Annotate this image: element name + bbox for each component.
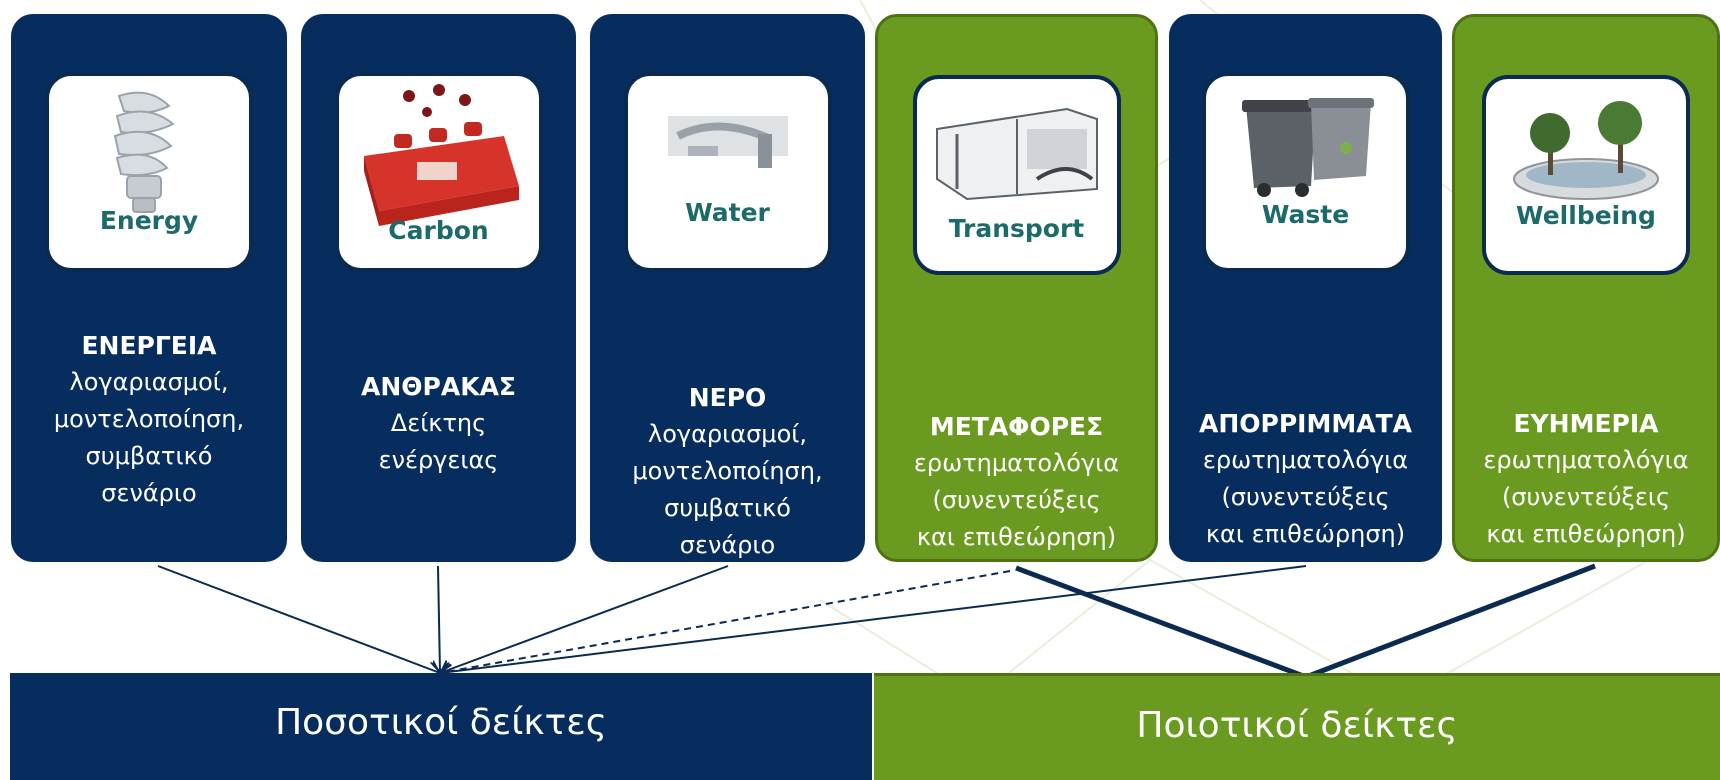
icon-tile-water: Water [623, 72, 832, 272]
carbon-battery-icon [363, 84, 519, 226]
card-text: ΕΝΕΡΓΕΙΑ λογαριασμοί, μοντελοποίηση, συμ… [11, 327, 287, 512]
card-transport: Transport ΜΕΤΑΦΟΡΕΣ ερωτηματολόγια (συνε… [875, 14, 1158, 562]
card-wellbeing: Wellbeing ΕΥΗΜΕΡΙΑ ερωτηματολόγια (συνεν… [1452, 14, 1720, 562]
card-title: ΝΕΡΟ [688, 383, 767, 412]
water-tap-icon [667, 116, 788, 168]
card-title: ΑΠΟΡΡΙΜΜΑΤΑ [1199, 409, 1412, 438]
card-line: σενάριο [101, 479, 197, 507]
icon-tile-wellbeing: Wellbeing [1482, 75, 1690, 275]
card-line: ενέργειας [378, 446, 499, 474]
card-carbon: Carbon ΑΝΘΡΑΚΑΣ Δείκτης ενέργειας [301, 14, 576, 562]
transport-bus-shelter-icon [935, 107, 1098, 201]
waste-bins-icon [1241, 98, 1374, 197]
icon-label: Transport [948, 214, 1085, 243]
card-text: ΑΠΟΡΡΙΜΜΑΤΑ ερωτηματολόγια (συνεντεύξεις… [1169, 405, 1442, 553]
card-line: μοντελοποίηση, [53, 405, 245, 433]
card-text: ΜΕΤΑΦΟΡΕΣ ερωτηματολόγια (συνεντεύξεις κ… [878, 408, 1155, 556]
card-line: Δείκτης [390, 409, 487, 437]
energy-bulb-icon [113, 91, 175, 213]
card-line: ερωτηματολόγια [1483, 446, 1689, 474]
card-title: ΕΥΗΜΕΡΙΑ [1513, 409, 1659, 438]
card-line: σενάριο [679, 531, 776, 559]
card-energy: Energy ΕΝΕΡΓΕΙΑ λογαριασμοί, μοντελοποίη… [11, 14, 287, 562]
card-waste: Waste ΑΠΟΡΡΙΜΜΑΤΑ ερωτηματολόγια (συνεντ… [1169, 14, 1442, 562]
icon-label: Water [685, 198, 770, 227]
card-line: συμβατικό [664, 494, 791, 522]
icon-label: Wellbeing [1516, 201, 1656, 230]
icon-tile-transport: Transport [912, 75, 1121, 275]
icon-tile-energy: Energy [45, 72, 253, 272]
card-line: λογαριασμοί, [69, 368, 229, 396]
card-title: ΕΝΕΡΓΕΙΑ [81, 331, 217, 360]
card-line: και επιθεώρηση) [1205, 520, 1406, 548]
icon-tile-waste: Waste [1201, 72, 1410, 272]
card-line: ερωτηματολόγια [913, 449, 1120, 477]
quantitative-indicators-bar: Ποσοτικοί δείκτες [10, 673, 872, 780]
card-line: και επιθεώρηση) [916, 523, 1117, 551]
card-line: (συνεντεύξεις [1221, 483, 1390, 511]
card-line: λογαριασμοί, [648, 420, 807, 448]
icon-label: Carbon [388, 216, 489, 245]
card-line: και επιθεώρηση) [1486, 520, 1686, 548]
card-water: Water ΝΕΡΟ λογαριασμοί, μοντελοποίηση, σ… [590, 14, 865, 562]
card-title: ΜΕΤΑΦΟΡΕΣ [929, 412, 1104, 441]
card-line: ερωτηματολόγια [1202, 446, 1409, 474]
card-line: μοντελοποίηση, [632, 457, 823, 485]
card-text: ΝΕΡΟ λογαριασμοί, μοντελοποίηση, συμβατι… [590, 379, 865, 564]
wellbeing-trees-icon [1513, 101, 1659, 200]
card-text: ΑΝΘΡΑΚΑΣ Δείκτης ενέργειας [301, 368, 576, 479]
card-title: ΑΝΘΡΑΚΑΣ [361, 372, 516, 401]
card-line: (συνεντεύξεις [1501, 483, 1671, 511]
card-text: ΕΥΗΜΕΡΙΑ ερωτηματολόγια (συνεντεύξεις κα… [1455, 405, 1717, 553]
card-line: συμβατικό [85, 442, 213, 470]
icon-label: Waste [1261, 200, 1350, 229]
icon-label: Energy [99, 206, 199, 235]
card-line: (συνεντεύξεις [932, 486, 1101, 514]
icon-tile-carbon: Carbon [334, 72, 543, 272]
qualitative-indicators-bar: Ποιοτικοί δείκτες [874, 673, 1720, 780]
